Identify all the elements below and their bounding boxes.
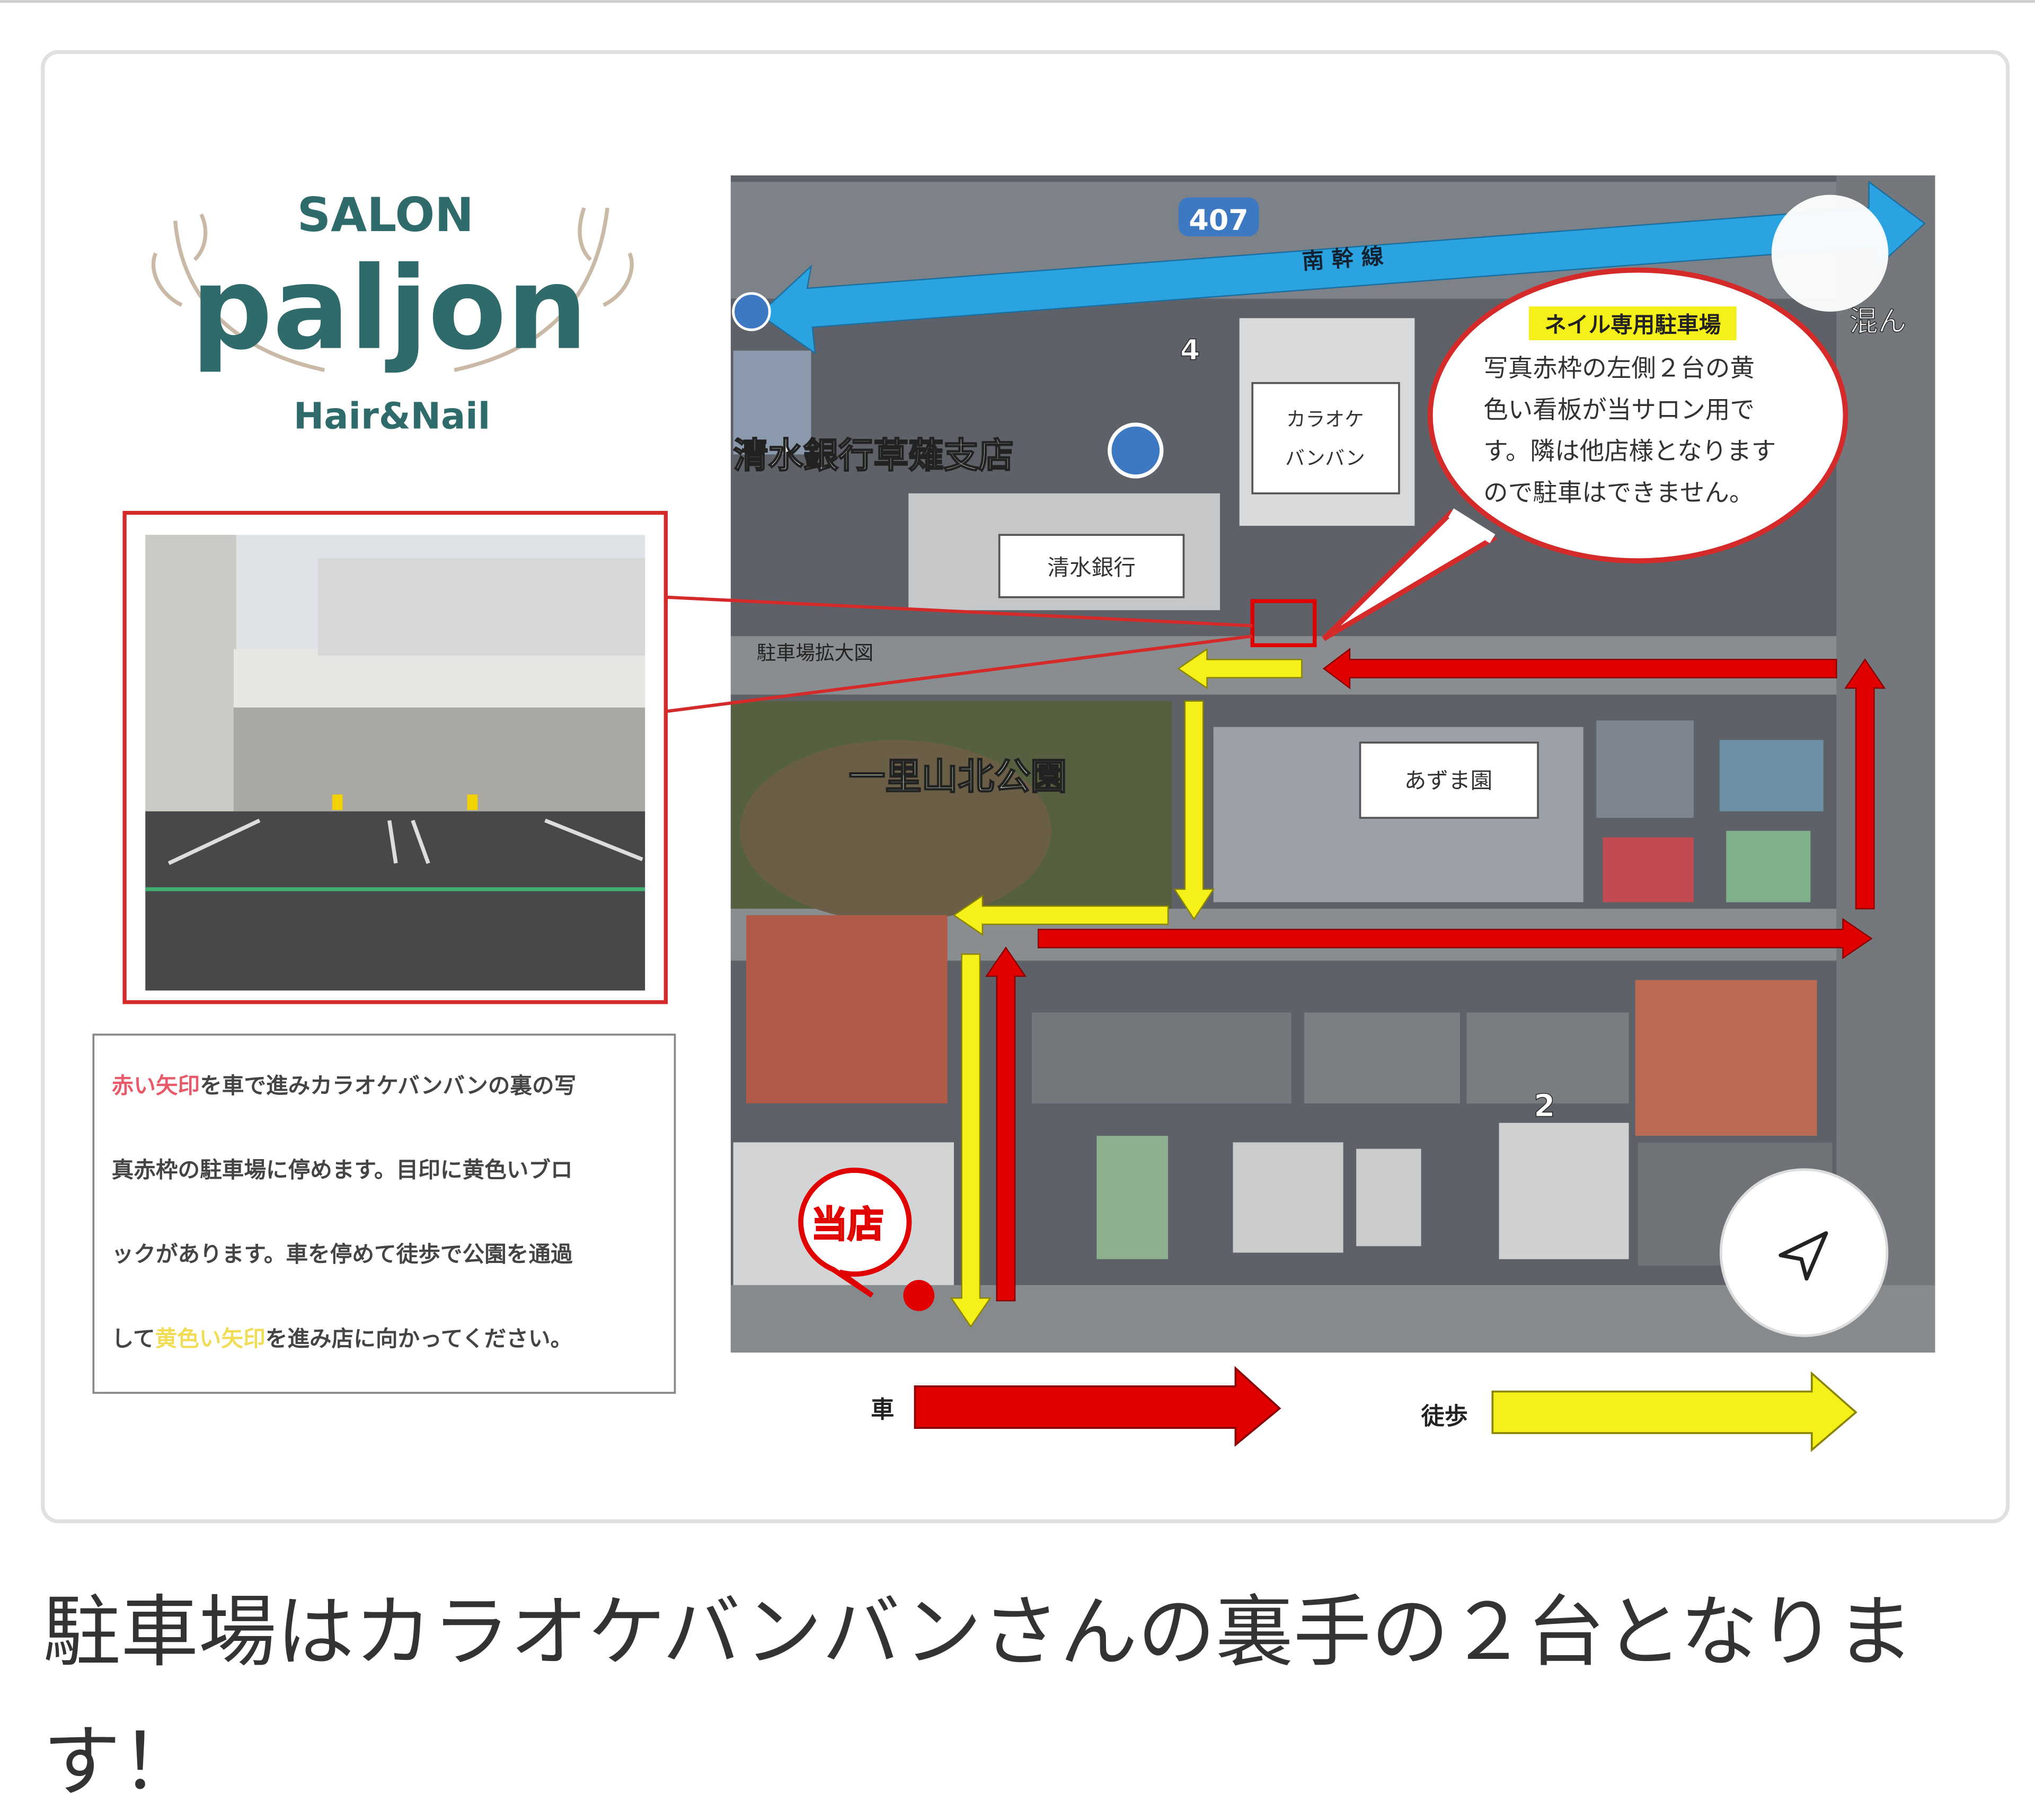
shop-location-dot [903,1279,935,1311]
callout-line: ので駐車はできません。 [1483,479,1754,507]
legend-walk-label: 徒歩 [1421,1403,1468,1430]
road-arrow-nankansen: 南 幹 線 [758,180,1926,355]
bank-pin-icon [732,292,771,331]
bank-branch-label: 清水銀行草薙支店 [733,435,1014,476]
callout-line: す。隣は他店様となります [1483,437,1776,465]
salon-logo: SALON paljon Hair&Nail [151,188,634,437]
callout-title: ネイル専用駐車場 [1544,312,1721,338]
caption-line-1: 駐車場はカラオケバンバンさんの裏手の２台となりま [43,1587,1914,1677]
callout-line: 写真赤枠の左側２台の黄 [1483,354,1755,382]
car-arrow-right [1037,917,1873,959]
car-arrow-up [1844,658,1886,909]
karaoke-label-1: カラオケ [1286,408,1364,431]
shop-label: 当店 [811,1204,884,1246]
compass-button[interactable] [1771,195,1889,312]
logo-bottom: Hair&Nail [294,395,490,437]
instructions-box: 赤い矢印を車で進みカラオケバンバンの裏の写 真赤枠の駐車場に停めます。目印に黄色… [92,1033,676,1394]
instructions-line-3: ックがあります。車を停めて徒歩で公園を通過 [112,1241,573,1267]
car-arrow-left [1322,648,1837,690]
karaoke-label-box [1251,382,1400,494]
callout-line: 色い看板が当サロン用で [1483,395,1755,424]
park-label: 一里山北公園 [849,756,1067,798]
instructions-line-1: 赤い矢印を車で進みカラオケバンバンの裏の写 [112,1072,577,1098]
locate-button[interactable] [1719,1168,1889,1337]
parking-spot-marker [1250,599,1317,648]
parking-photo-frame [122,510,668,1004]
logo-top: SALON [297,188,474,242]
photo-caption: 駐車場拡大図 [757,641,873,664]
walk-route [950,648,1303,1328]
legend-car-arrow [914,1366,1281,1447]
caption-line-2: す！ [43,1717,199,1807]
aerial-map[interactable]: 南 幹 線 407 4 2 混ん 清水銀行草薙支店 カラオケ バンバン 清水銀行… [730,175,1935,1353]
azuma-label: あずま園 [1404,767,1493,793]
walk-arrow-left [952,894,1169,936]
edge-label: 混ん [1850,305,1907,338]
walk-arrow-down [950,953,992,1328]
legend-walk-arrow [1491,1371,1857,1452]
route-number: 407 [1189,204,1248,237]
azuma-label-box [1359,741,1539,819]
walk-arrow-left [1177,648,1303,690]
parking-callout: ネイル専用駐車場 写真赤枠の左側２台の黄 色い看板が当サロン用で す。隣は他店様… [1322,267,1848,641]
block-number-2: 2 [1534,1087,1555,1124]
instructions-line-2: 真赤枠の駐車場に停めます。目印に黄色いブロ [112,1156,573,1182]
bank-label-box [998,534,1185,598]
zoom-connector [665,595,1253,713]
car-arrow-up [985,946,1027,1302]
navigation-arrow-icon [1779,1231,1828,1281]
karaoke-label-2: バンバン [1285,447,1365,470]
parking-photo [145,535,645,991]
instructions-line-4: して黄色い矢印を進み店に向かってください。 [112,1326,573,1351]
legend: 車 徒歩 [871,1366,1857,1452]
bank-pin-icon[interactable] [1108,422,1164,479]
car-route [985,648,1886,1302]
road-name: 南 幹 線 [1301,243,1384,275]
legend-car-label: 車 [871,1397,894,1424]
block-number-4: 4 [1180,333,1200,367]
route-badge [1178,197,1259,236]
shop-marker[interactable]: 当店 [798,1168,935,1311]
walk-arrow-down [1173,700,1215,921]
bank-label: 清水銀行 [1047,554,1136,580]
logo-name: paljon [191,242,588,375]
antlers-icon [151,207,634,372]
